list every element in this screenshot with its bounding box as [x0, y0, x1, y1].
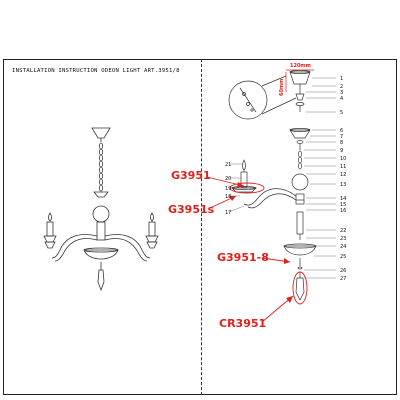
part-number-list: 1 2 3 4 5 6 7 8 9 10 11 12 13 14 15 16 1… — [225, 76, 346, 282]
part-number: 15 — [340, 202, 346, 208]
part-number: 14 — [340, 196, 346, 202]
part-number: 1 — [340, 76, 343, 82]
label-g3951-8: G3951-8 — [217, 251, 269, 264]
page-divider — [201, 59, 202, 395]
part-number: 2 — [340, 84, 343, 90]
label-g3951: G3951 — [171, 169, 211, 182]
part-number: 21 — [225, 162, 231, 168]
part-number: 22 — [340, 228, 346, 234]
part-number: 24 — [340, 244, 346, 250]
part-number: 20 — [225, 176, 231, 182]
part-number: 23 — [340, 236, 346, 242]
part-number: 17 — [225, 210, 231, 216]
part-number: 5 — [340, 110, 343, 116]
part-number: 11 — [340, 164, 346, 170]
part-number: 27 — [340, 276, 346, 282]
part-number: 26 — [340, 268, 346, 274]
part-number: 4 — [340, 96, 343, 102]
part-number: 6 — [340, 128, 343, 134]
part-number: 16 — [340, 208, 346, 214]
part-number: 13 — [340, 182, 346, 188]
part-number: 8 — [340, 140, 343, 146]
height-dimension: 60mm — [279, 79, 285, 96]
part-number: 10 — [340, 156, 346, 162]
part-number: 18 — [225, 194, 231, 200]
label-g3951s: G3951s — [168, 203, 215, 216]
page-frame — [3, 59, 397, 395]
part-number: 25 — [340, 254, 346, 260]
part-number: 7 — [340, 134, 343, 140]
width-dimension: 120mm — [290, 63, 311, 69]
part-number: 3 — [340, 90, 343, 96]
document-title: INSTALLATION INSTRUCTION ODEON LIGHT ART… — [12, 68, 180, 74]
label-cr3951: CR3951 — [219, 317, 267, 330]
part-number: 9 — [340, 148, 343, 154]
part-number: 12 — [340, 172, 346, 178]
part-number: 19 — [225, 186, 231, 192]
